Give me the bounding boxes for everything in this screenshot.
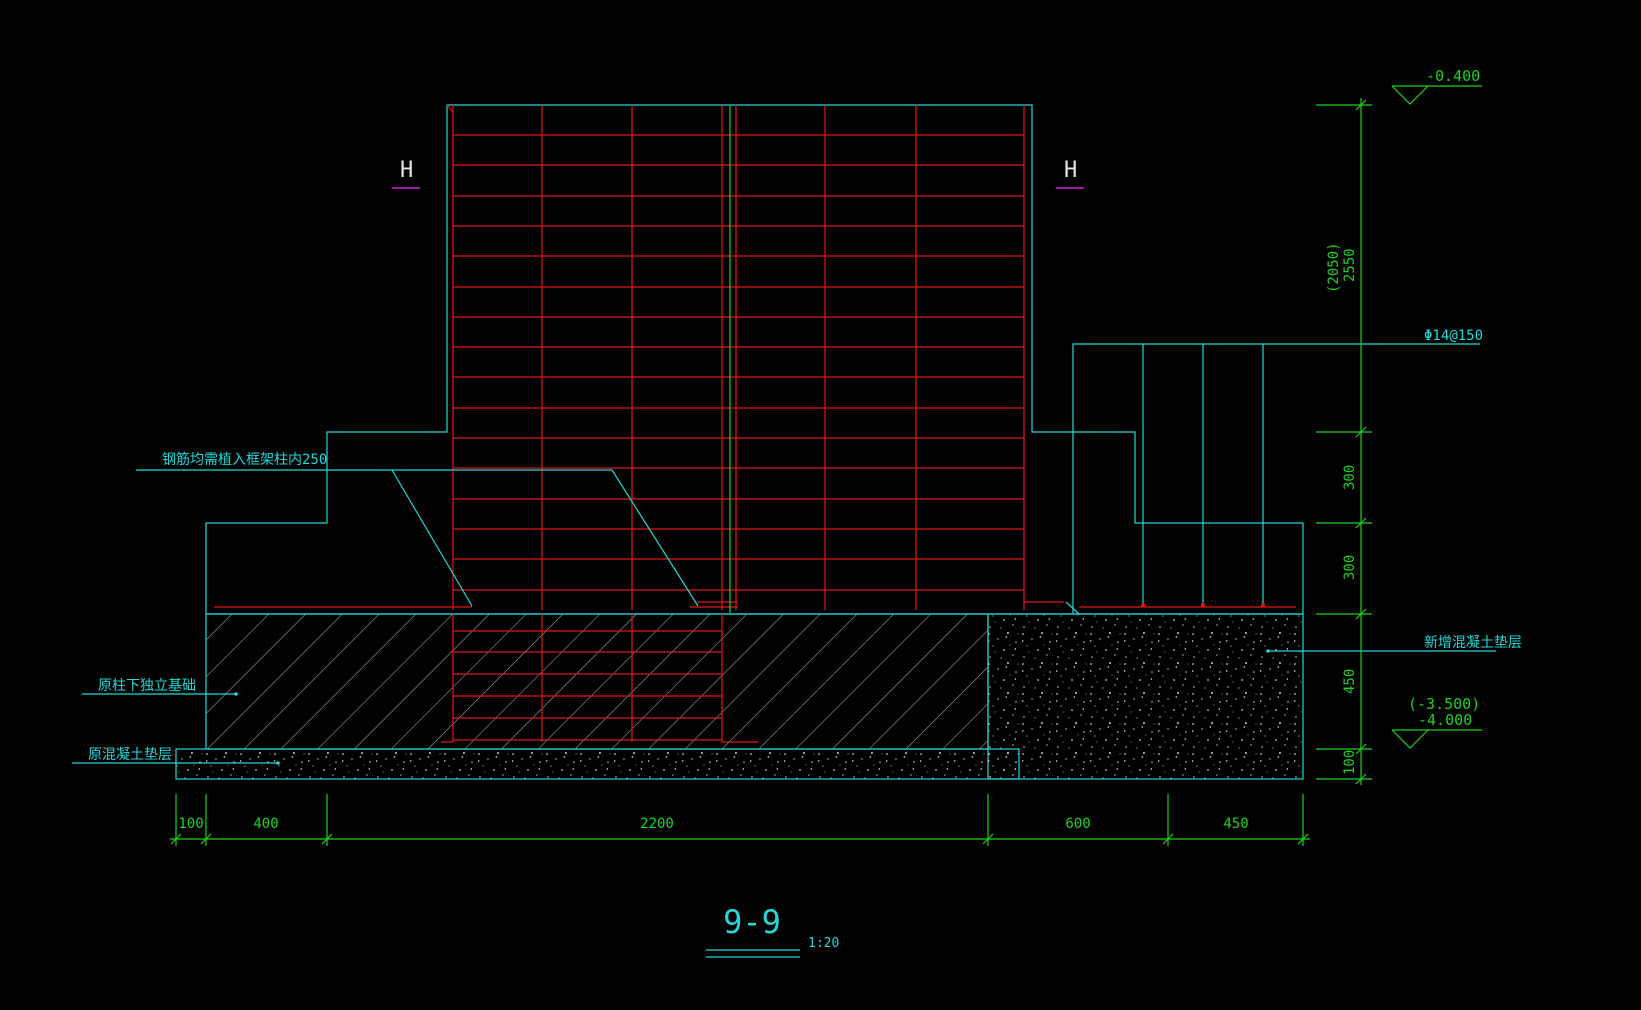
leader-dot (276, 761, 280, 765)
hdim-3: 600 (1065, 816, 1090, 832)
elevation-original-bottom-label: (-3.500) (1408, 695, 1480, 713)
original-cushion-label: 原混凝土垫层 (88, 747, 172, 763)
section-mark-left: H (400, 158, 413, 183)
hdim-0: 100 (178, 816, 203, 832)
section-scale: 1:20 (808, 936, 839, 951)
elevation-new-bottom-label: -4.000 (1418, 711, 1472, 729)
dim-ticks (1355, 99, 1367, 785)
new-column-outline (1072, 343, 1480, 614)
dim-total: 2550 (1342, 248, 1358, 282)
rebar-dot-2 (1201, 603, 1205, 607)
rebar-dot-3 (1261, 603, 1265, 607)
structure-outline (205, 104, 1480, 615)
leaders (72, 469, 1496, 765)
dim-step1: 300 (1342, 465, 1358, 490)
original-footing-label: 原柱下独立基础 (98, 677, 196, 694)
rebar-note-leader-2 (391, 469, 473, 607)
rebar-note-label: 钢筋均需植入框架柱内250 (162, 451, 327, 468)
section-title: 9-9 (723, 903, 781, 941)
hdim-4: 450 (1223, 816, 1248, 832)
rebar-grid (214, 104, 1296, 743)
hdim-1: 400 (253, 816, 278, 832)
dim-footing: 450 (1342, 669, 1358, 694)
leader-dot (1266, 649, 1270, 653)
column-outline (205, 104, 1304, 614)
elevation-top-label: -0.400 (1426, 67, 1480, 85)
elevation-bottom-marker (1391, 729, 1482, 749)
dim-total-original: (2050) (1326, 242, 1342, 293)
horizontal-dimension-chain (170, 794, 1310, 846)
section-mark-right: H (1064, 158, 1077, 183)
rebar-dot-1 (1141, 603, 1145, 607)
dim-step2: 300 (1342, 555, 1358, 580)
original-cushion-fill (175, 748, 1020, 780)
leader-dot (234, 692, 238, 696)
rebar-note-leader (136, 469, 699, 607)
original-footing-hatch (205, 613, 989, 750)
elevation-top-marker (1391, 85, 1482, 105)
rebar-hook (446, 104, 454, 113)
rebar-spec-label: Φ14@150 (1424, 328, 1483, 344)
vertical-dimension-chain (1316, 98, 1372, 785)
hdim-2: 2200 (640, 816, 674, 832)
rebar-spec-leader-tick (1065, 601, 1080, 615)
dim-cushion: 100 (1342, 750, 1358, 775)
new-concrete-fill (987, 613, 1304, 780)
new-cushion-label: 新增混凝土垫层 (1424, 635, 1522, 651)
